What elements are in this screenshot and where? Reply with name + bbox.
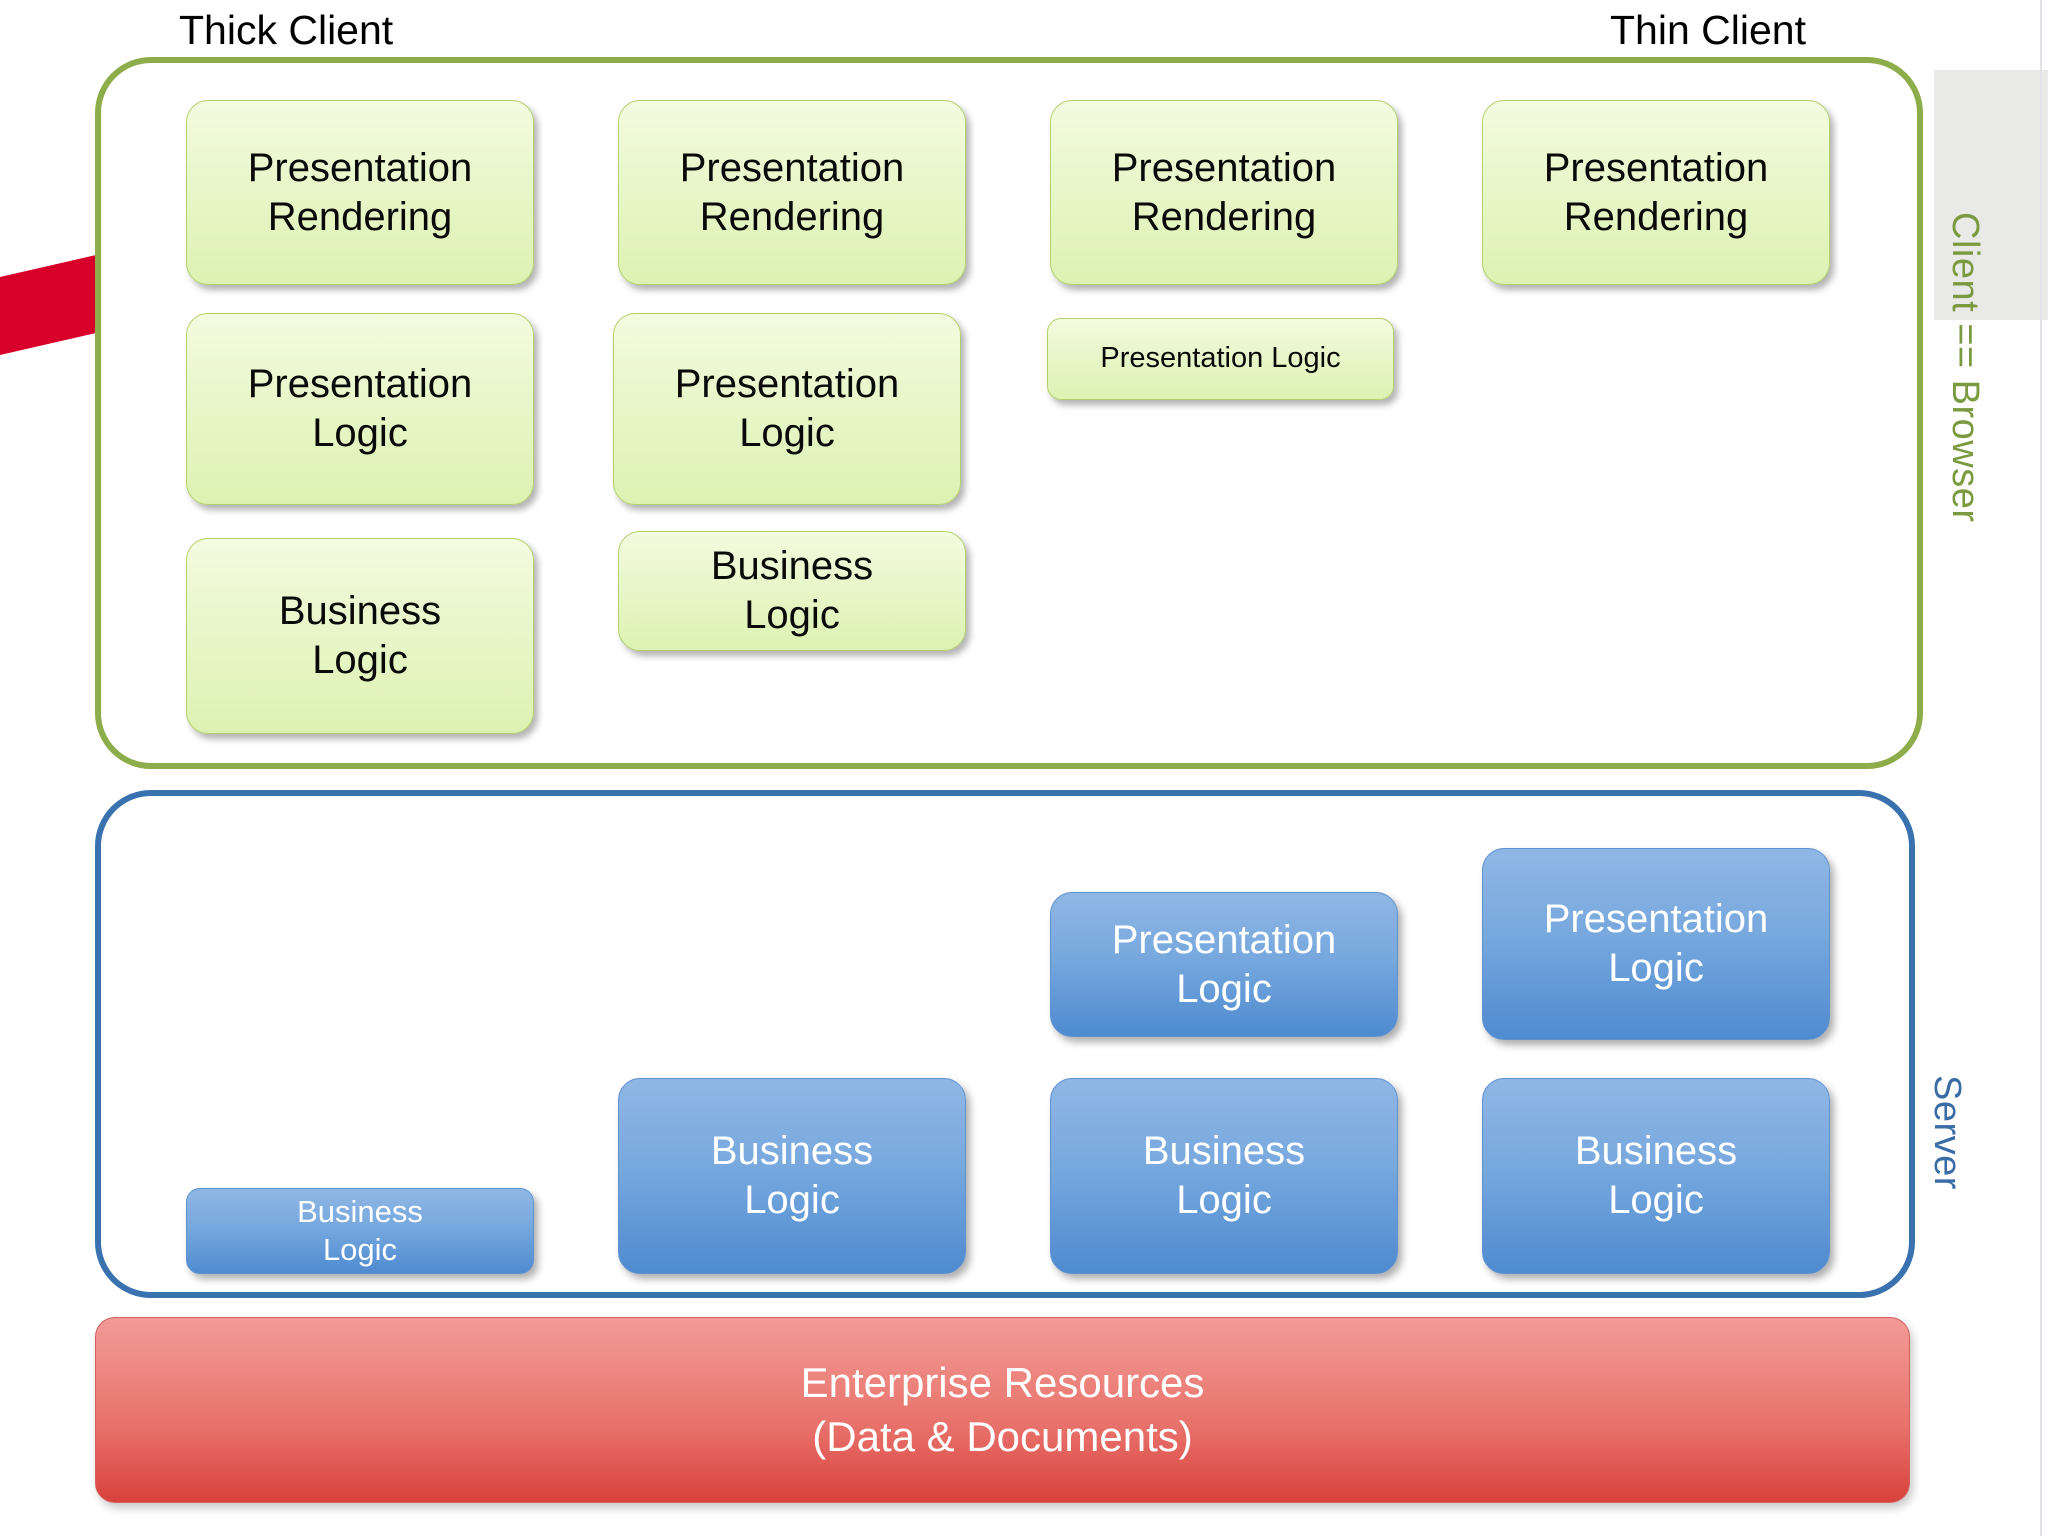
enterprise-line-1: Enterprise Resources bbox=[800, 1359, 1205, 1407]
caption-thin-client: Thin Client bbox=[1610, 7, 1806, 53]
client-zone-container bbox=[95, 57, 1923, 769]
enterprise-resources-label: Enterprise Resources (Data & Documents) bbox=[801, 1356, 1205, 1464]
client-zone-caption: Client == Browser bbox=[1944, 212, 1986, 523]
caption-thick-client: Thick Client bbox=[179, 7, 394, 53]
enterprise-line-2: (Data & Documents) bbox=[812, 1413, 1193, 1460]
right-edge-rule bbox=[2040, 0, 2042, 1536]
client-band-backdrop bbox=[1934, 70, 2048, 320]
enterprise-resources-bar[interactable]: Enterprise Resources (Data & Documents) bbox=[95, 1317, 1910, 1503]
server-zone-container bbox=[95, 790, 1915, 1298]
node-label: Presentation Logic bbox=[1100, 342, 1341, 375]
server-zone-caption: Server bbox=[1926, 1075, 1968, 1190]
node-c3-presentation-logic[interactable]: Presentation Logic bbox=[1047, 318, 1394, 400]
red-ribbon-accent bbox=[0, 255, 96, 355]
